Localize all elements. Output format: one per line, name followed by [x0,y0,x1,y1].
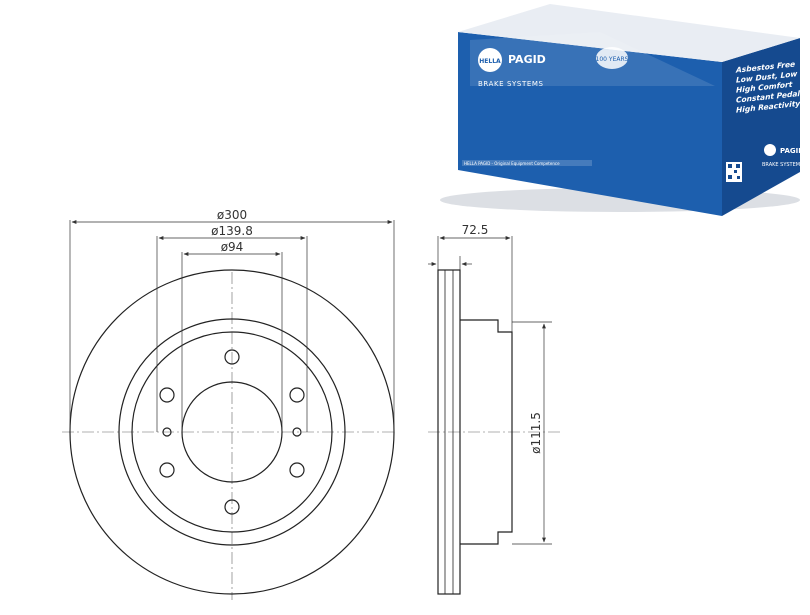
qr-code-icon [726,162,742,182]
dimension-hub-diameter: ø111.5 [529,412,543,454]
side-view [428,269,560,595]
svg-text:PAGID: PAGID [780,147,804,155]
svg-text:BRAKE SYSTEMS: BRAKE SYSTEMS [762,162,803,168]
front-dimensions [69,220,395,432]
hella-logo-icon [478,48,502,72]
friction-ring-inner-circle [118,318,346,546]
dimension-center-bore: ø94 [221,240,244,254]
side-dimensions [428,236,552,545]
locating-hole [292,427,302,437]
box-front-face [458,32,722,216]
locating-hole [162,427,172,437]
bolt-hole [159,387,175,403]
bolt-hole [224,499,240,515]
product-box: HELLA PAGID BRAKE SYSTEMS 100 YEARS HELL… [440,4,810,216]
hat-outer-circle [131,331,333,533]
bolt-hole [289,462,305,478]
dimension-disc-height: 72.5 [462,223,489,237]
bolt-hole [224,349,240,365]
disc-profile [437,269,461,595]
box-top-face [458,4,800,62]
box-subtitle: BRAKE SYSTEMS [478,80,544,88]
dimension-outer-diameter: ø300 [217,208,247,222]
hat-profile [460,319,513,545]
dimension-pitch-circle: ø139.8 [211,224,253,238]
bolt-hole [289,387,305,403]
bolt-hole [159,462,175,478]
anniversary-seal-icon [596,47,628,69]
svg-text:HELLA: HELLA [479,58,501,65]
svg-text:100 YEARS: 100 YEARS [596,56,629,63]
box-brand: PAGID [508,53,546,66]
side-logo-icon [764,144,776,156]
front-view [62,269,395,600]
box-footer: HELLA PAGID - Original Equipment Compete… [464,161,560,166]
